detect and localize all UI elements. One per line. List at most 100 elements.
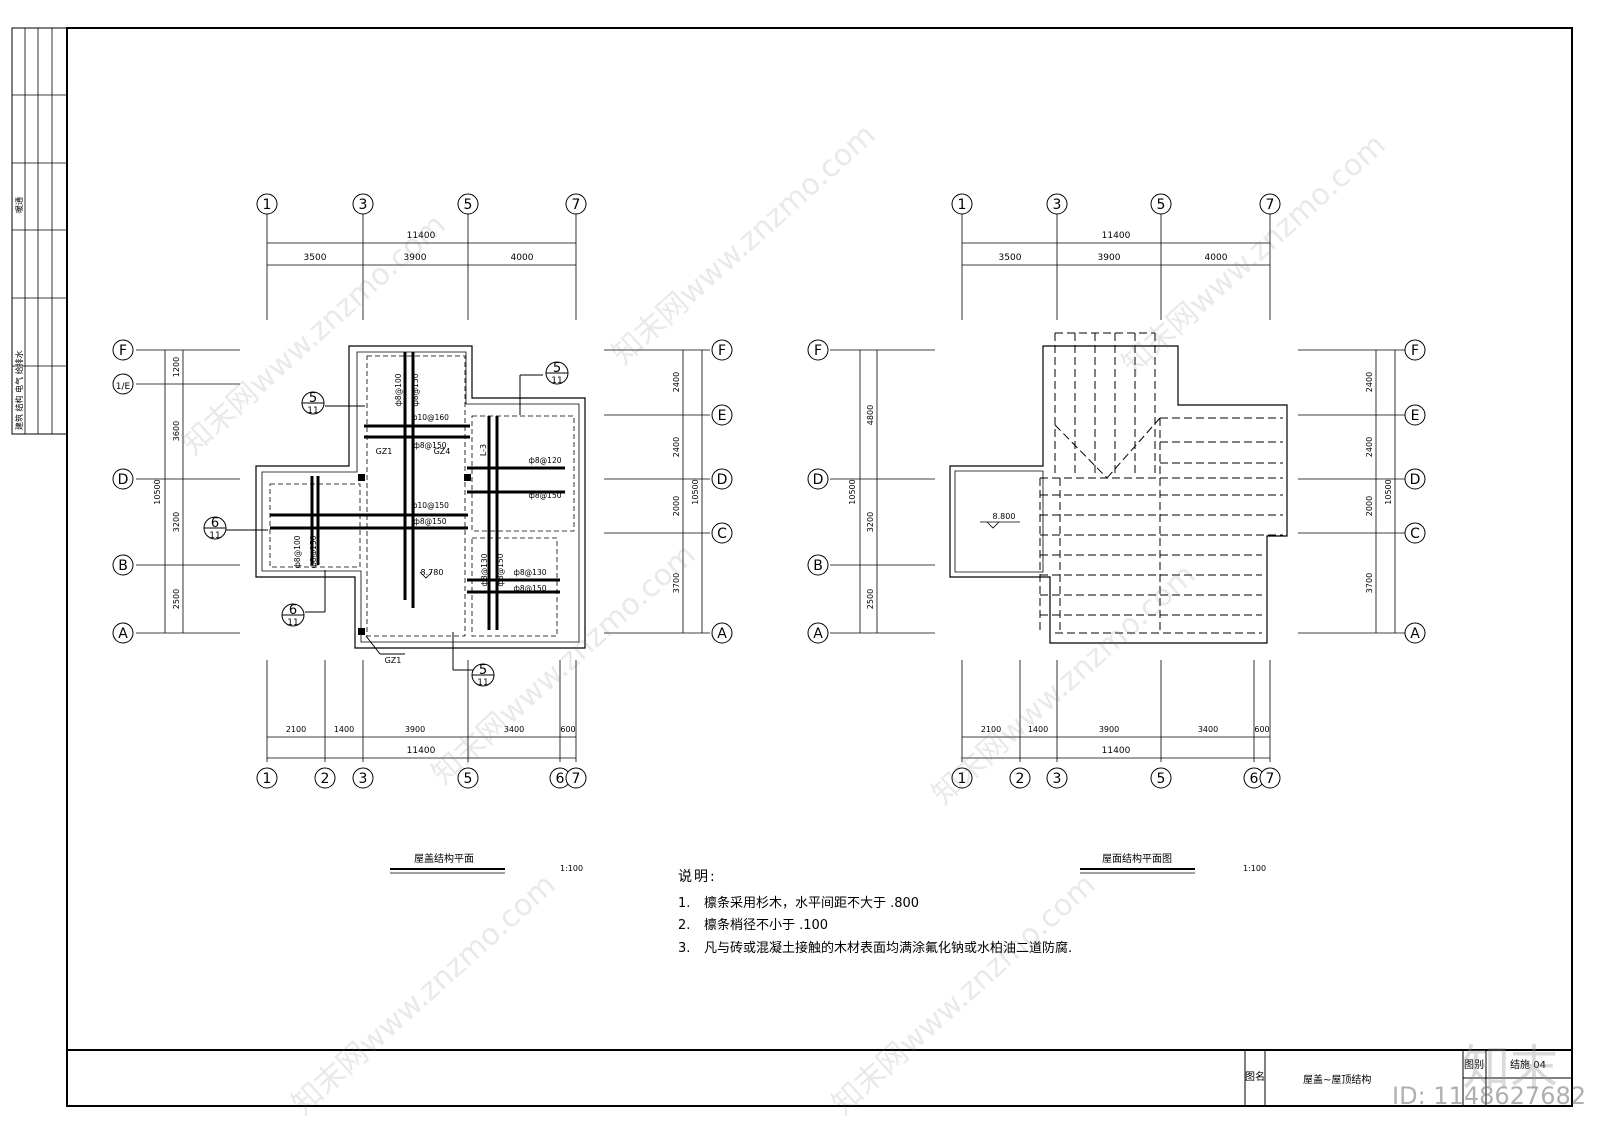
right-plan-title: 屋面结构平面图 bbox=[1102, 852, 1172, 865]
axis-bubble-right-label: C bbox=[717, 526, 727, 542]
elevation-label: 8.780 bbox=[421, 568, 444, 577]
axis-bubble-left-label: 1/E bbox=[116, 382, 131, 392]
axis-bubble-right bbox=[1404, 404, 1426, 426]
rebar-label: ф10@160 bbox=[411, 413, 449, 422]
sheet-border bbox=[66, 27, 1573, 1107]
note-item-2: 2. 檩条梢径不小于 .100 bbox=[678, 915, 1098, 938]
margin-label-bottom: 建筑 结构 电气 给排水 bbox=[14, 350, 24, 430]
axis-bubble-top bbox=[1046, 193, 1068, 215]
dim-overall-bottom: 11400 bbox=[407, 746, 436, 756]
sheet-label: 图别 bbox=[1464, 1059, 1484, 1071]
sheet-number: 结施 04 bbox=[1510, 1058, 1546, 1071]
axis-bubble-right bbox=[711, 522, 733, 544]
axis-bubble-left bbox=[112, 373, 134, 395]
axis-bubble-bottom bbox=[1046, 767, 1068, 789]
axis-bubble-right bbox=[711, 468, 733, 490]
design-notes: 说明: 1.檩条采用杉木，水平间距不大于 .800 2.檩条梢径不小于 .100… bbox=[678, 866, 1098, 960]
column-label: GZ4 bbox=[434, 447, 451, 456]
left-plan-scale: 1:100 bbox=[560, 864, 583, 873]
rebar-label: ф8@150 bbox=[414, 517, 447, 526]
axis-bubble-top bbox=[1150, 193, 1172, 215]
axis-bubble-right bbox=[1404, 622, 1426, 644]
axis-bubble-right-label: C bbox=[1410, 526, 1420, 542]
dim-bottom: 3900 bbox=[1099, 725, 1119, 734]
section-mark-number: 5 bbox=[479, 663, 487, 678]
drawing-title: 屋盖~屋顶结构 bbox=[1303, 1073, 1371, 1086]
axis-bubble-right bbox=[1404, 522, 1426, 544]
drawing-label: 图名 bbox=[1245, 1070, 1265, 1083]
dim-bottom: 600 bbox=[560, 725, 575, 734]
axis-bubble-right-label: D bbox=[1410, 472, 1421, 488]
axis-bubble-bottom-label: 3 bbox=[359, 771, 368, 787]
note-item-3: 3.凡与砖或混凝土接触的木材表面均满涂氟化钠或水柏油二道防腐. bbox=[678, 938, 1098, 961]
axis-bubble-right bbox=[711, 404, 733, 426]
section-mark-sheet: 11 bbox=[307, 406, 318, 416]
axis-bubble-bottom bbox=[951, 767, 973, 789]
right-grid bbox=[830, 214, 1405, 762]
axis-bubble-top-label: 1 bbox=[958, 197, 967, 213]
left-rebars bbox=[270, 352, 565, 630]
axis-bubble-bottom-label: 3 bbox=[1053, 771, 1062, 787]
axis-bubble-left-label: B bbox=[118, 558, 128, 574]
rebar-label: ф8@100 bbox=[293, 535, 302, 568]
left-section-leaders bbox=[225, 374, 543, 671]
left-plan bbox=[136, 214, 710, 762]
rebar-label: ф8@100 bbox=[394, 373, 403, 406]
axis-bubble-top-label: 3 bbox=[359, 197, 368, 213]
column-gz4 bbox=[464, 474, 471, 481]
note-num: 1. bbox=[678, 895, 691, 911]
note-num: 2. bbox=[678, 918, 691, 933]
axis-bubble-left bbox=[112, 622, 134, 644]
column-gz1-a bbox=[358, 474, 365, 481]
dim-top: 3500 bbox=[304, 253, 327, 263]
notes-heading: 说明: bbox=[678, 869, 717, 885]
rebar-label: ф10@150 bbox=[411, 501, 449, 510]
right-low-roof bbox=[954, 470, 1044, 573]
note-text: 檩条梢径不小于 .100 bbox=[704, 918, 829, 933]
axis-bubble-left bbox=[807, 622, 829, 644]
axis-bubble-bottom-label: 6 bbox=[556, 771, 565, 787]
axis-bubble-bottom bbox=[1259, 767, 1281, 789]
left-grid-top bbox=[136, 214, 710, 762]
beam-label: L-3 bbox=[479, 444, 488, 456]
margin-label-top: 暖通 bbox=[14, 197, 24, 213]
axis-bubble-top-label: 1 bbox=[263, 197, 272, 213]
axis-bubble-bottom bbox=[1009, 767, 1031, 789]
axis-bubble-bottom-label: 7 bbox=[572, 771, 581, 787]
axis-bubble-bottom-label: 5 bbox=[1157, 771, 1166, 787]
axis-bubble-top bbox=[1259, 193, 1281, 215]
rebar-label: ф8@150 bbox=[496, 553, 505, 586]
right-elevation-marker bbox=[986, 521, 1000, 529]
axis-bubble-bottom bbox=[314, 767, 336, 789]
axis-bubble-top-label: 7 bbox=[572, 197, 581, 213]
axis-bubble-left-label: A bbox=[118, 626, 128, 642]
dim-left: 1200 bbox=[172, 357, 181, 377]
axis-bubble-left bbox=[112, 468, 134, 490]
dim-top: 3500 bbox=[999, 253, 1022, 263]
rebar-label: ф8@150 bbox=[414, 441, 447, 450]
section-mark-sheet: 11 bbox=[209, 531, 220, 541]
axis-bubble-top bbox=[352, 193, 374, 215]
dim-right: 2400 bbox=[1365, 437, 1374, 457]
axis-bubble-left-label: A bbox=[813, 626, 823, 642]
margin-strip-grid bbox=[12, 28, 67, 434]
section-mark-sheet: 11 bbox=[477, 678, 488, 688]
left-plan-inner-outline bbox=[261, 351, 580, 643]
dim-right: 2400 bbox=[672, 437, 681, 457]
axis-bubble-top-label: 5 bbox=[464, 197, 473, 213]
axis-bubble-left bbox=[112, 339, 134, 361]
rebar-label: ф8@150 bbox=[529, 491, 562, 500]
dim-left: 2500 bbox=[172, 589, 181, 609]
right-purlins bbox=[1039, 332, 1283, 634]
rebar-label: ф8@150 bbox=[309, 535, 318, 568]
left-plan-title: 屋盖结构平面 bbox=[414, 852, 474, 865]
left-slab-panels bbox=[269, 355, 575, 637]
rebar-label: ф8@150 bbox=[411, 373, 420, 406]
section-mark-sheet: 11 bbox=[287, 618, 298, 628]
column-gz1-b bbox=[358, 628, 365, 635]
title-block bbox=[67, 1049, 1572, 1106]
axis-bubble-bottom bbox=[256, 767, 278, 789]
axis-bubble-left bbox=[807, 554, 829, 576]
axis-bubble-bottom-label: 5 bbox=[464, 771, 473, 787]
right-plan-scale: 1:100 bbox=[1243, 864, 1266, 873]
